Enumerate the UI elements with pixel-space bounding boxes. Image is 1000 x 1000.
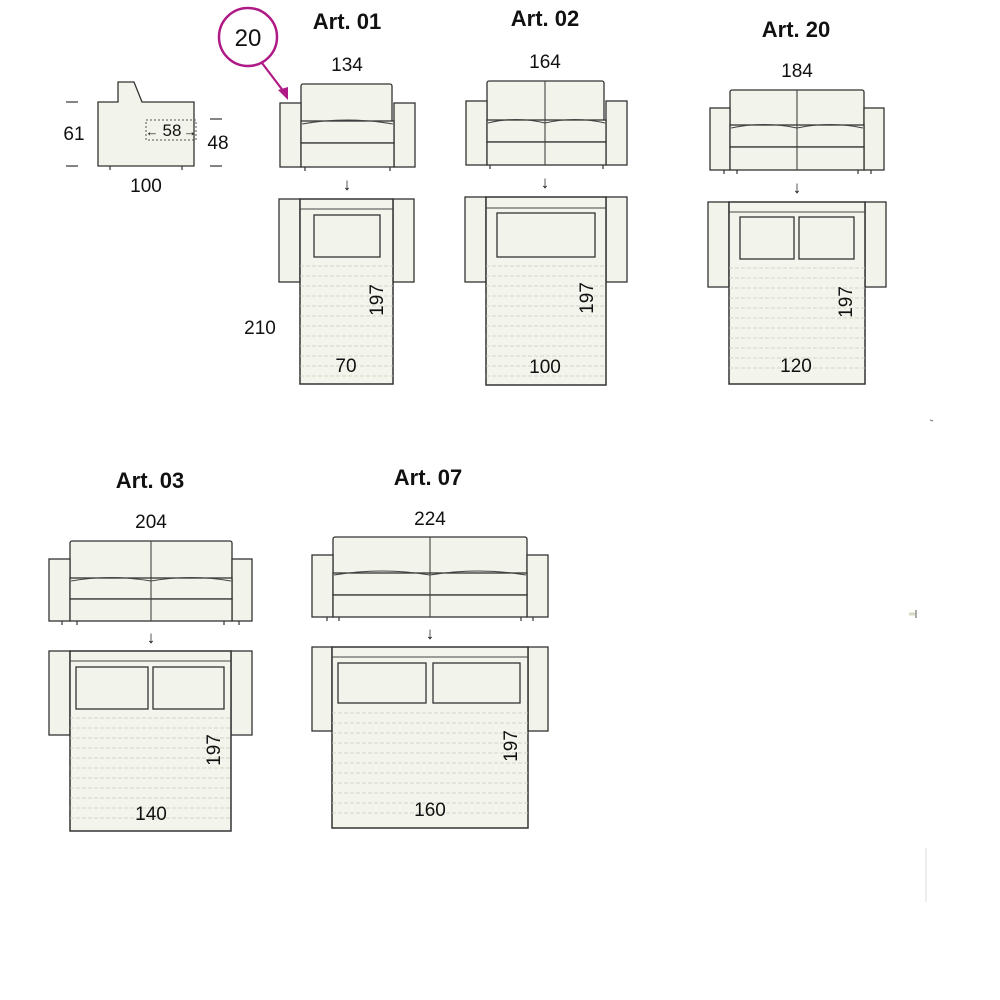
model-title: Art. 01: [313, 9, 381, 34]
callout-number: 20: [235, 25, 262, 52]
down-arrow-icon: ↓: [147, 628, 156, 647]
length-label: 197: [501, 730, 522, 762]
mattress-width-label: 70: [335, 356, 356, 377]
callout: 20: [217, 6, 288, 100]
sofa-front-view: [465, 80, 628, 169]
sofa-front-view: [279, 83, 416, 171]
pillow: [739, 216, 795, 260]
sofa-front-view: [48, 540, 253, 625]
side-depth-label: 100: [130, 176, 162, 197]
model-art-02: Art. 02 164 ↓ 197 100: [464, 6, 628, 386]
model-title: Art. 20: [762, 17, 830, 42]
pillow: [798, 216, 855, 260]
callout-arrow-line: [261, 62, 285, 93]
mattress-width-label: 120: [780, 356, 812, 377]
mattress-width-label: 140: [135, 804, 167, 825]
length-label: 197: [367, 284, 388, 316]
pillow: [75, 666, 149, 710]
length-label: 197: [836, 286, 857, 318]
svg-text:→: →: [184, 124, 197, 139]
bed-plan-view: [48, 650, 253, 832]
model-width: 134: [331, 55, 363, 76]
model-art-01: Art. 01 134 ↓ 210 197 70: [244, 9, 416, 385]
model-art-07: Art. 07 224 ↓: [311, 465, 549, 829]
bed-plan-view: [311, 646, 549, 829]
model-title: Art. 07: [394, 465, 462, 490]
bed-plan-view: [278, 198, 415, 385]
mattress-width-label: 100: [529, 357, 561, 378]
sofa-front-view: [311, 536, 549, 621]
pillow: [496, 212, 596, 258]
length-label: 197: [577, 282, 598, 314]
down-arrow-icon: ↓: [426, 624, 435, 643]
model-width: 164: [529, 52, 561, 73]
pillow: [152, 666, 225, 710]
model-width: 224: [414, 509, 446, 530]
model-title: Art. 03: [116, 468, 184, 493]
down-arrow-icon: ↓: [343, 175, 352, 194]
callout-circle: [217, 6, 279, 68]
sofa-front-view: [709, 89, 885, 174]
side-view: 58 ← → 61 48 100: [63, 81, 229, 197]
pillow: [337, 662, 427, 704]
down-arrow-icon: ↓: [793, 178, 802, 197]
stray-mark: [929, 419, 934, 422]
model-art-03: Art. 03 204 ↓: [48, 468, 253, 832]
mattress-width-label: 160: [414, 800, 446, 821]
down-arrow-icon: ↓: [541, 173, 550, 192]
length-label: 197: [204, 734, 225, 766]
svg-text:←: ←: [146, 124, 159, 139]
seat-height-label: 48: [207, 133, 228, 154]
bed-length-label: 210: [244, 318, 276, 339]
pillow: [432, 662, 521, 704]
model-title: Art. 02: [511, 6, 579, 31]
model-width: 184: [781, 61, 813, 82]
model-width: 204: [135, 512, 167, 533]
bed-plan-view: [464, 196, 628, 386]
callout-arrow-head-icon: [278, 87, 288, 100]
bed-plan-view: [707, 201, 887, 385]
model-art-20: Art. 20 184 ↓: [707, 17, 887, 385]
side-height-label: 61: [63, 124, 84, 145]
inner-depth-box: [145, 119, 197, 141]
inner-depth-label: 58: [163, 121, 182, 140]
pillow: [313, 214, 381, 258]
